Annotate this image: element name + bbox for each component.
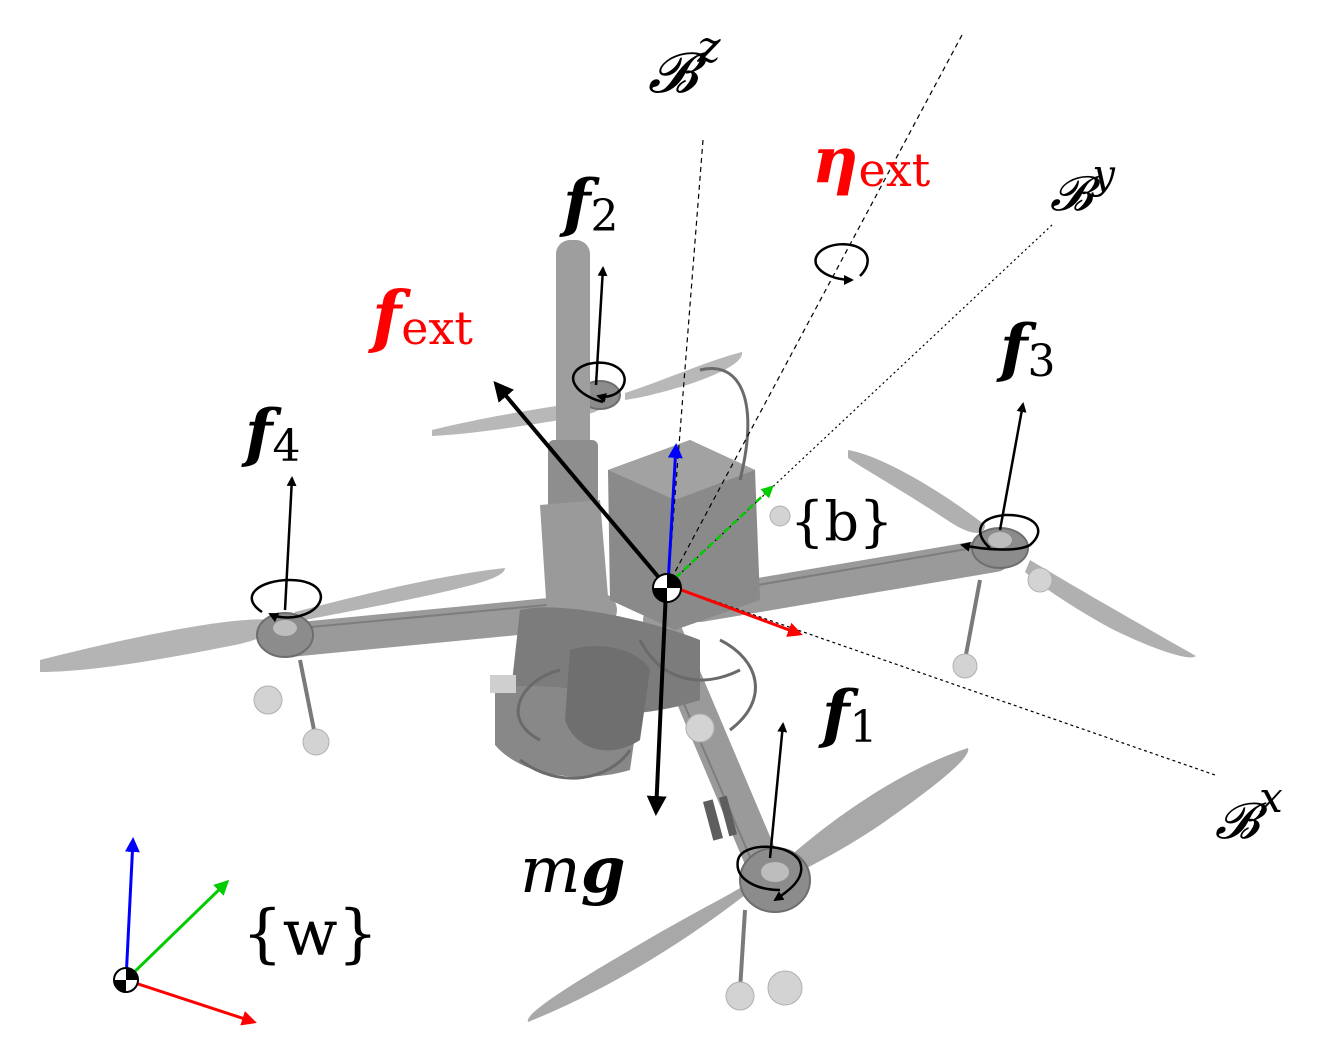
propeller-1 (527, 748, 969, 1022)
rotation-torque-icon (814, 243, 869, 285)
thrust-f2-label: f2 (559, 166, 619, 242)
external-torque-label: ηext (812, 123, 931, 198)
labels: 𝓑z 𝓑y 𝓑x ηext fext f2 f4 f3 (241, 22, 1283, 971)
world-z-arrow (124, 837, 140, 981)
rotor-thrusts (283, 266, 1027, 859)
gravity-arrow (646, 589, 668, 816)
world-frame-label: {w} (242, 897, 378, 971)
external-force-label: fext (368, 277, 473, 357)
body-frame-z-arrow (666, 443, 683, 586)
thrust-f4-arrow (283, 476, 297, 611)
propeller-3 (848, 450, 1196, 658)
torque-axis-line (667, 34, 963, 586)
body-frame-y-arrow (667, 485, 774, 586)
body-y-label: 𝓑y (1050, 152, 1116, 222)
body-axes-dashed (667, 34, 1216, 776)
body-frame-x-arrow (667, 583, 803, 637)
world-origin-icon (113, 967, 139, 993)
rotation-f4-icon (250, 578, 323, 623)
body-frame-axes (666, 443, 803, 637)
thrust-f2-arrow (594, 266, 608, 386)
thrust-f3-label: f3 (996, 311, 1056, 387)
body-x-label: 𝓑x (1215, 773, 1283, 850)
gravity-label: mg (520, 833, 625, 908)
propeller-4 (40, 568, 505, 672)
thrust-f1-label: f1 (818, 677, 878, 753)
center-of-mass-icon (652, 573, 682, 603)
rotation-arrow-icon (250, 243, 1040, 902)
body-z-axis-line (667, 139, 704, 586)
external-force-arrow (493, 380, 668, 588)
rotation-f3-icon (960, 513, 1040, 552)
world-y-arrow (124, 879, 230, 982)
world-frame-axes (113, 837, 257, 1026)
thrust-f4-label: f4 (241, 396, 301, 472)
thrust-f3-arrow (998, 402, 1027, 531)
body-z-label: 𝓑z (648, 22, 721, 106)
body-frame-label: {b} (790, 490, 893, 553)
thrust-f1-arrow (768, 722, 788, 859)
rotation-f1-icon (736, 845, 803, 902)
world-x-arrow (125, 978, 257, 1026)
body-x-axis-line (667, 584, 1216, 776)
rotation-f2-icon (571, 361, 626, 404)
electronics-stack (490, 440, 760, 777)
